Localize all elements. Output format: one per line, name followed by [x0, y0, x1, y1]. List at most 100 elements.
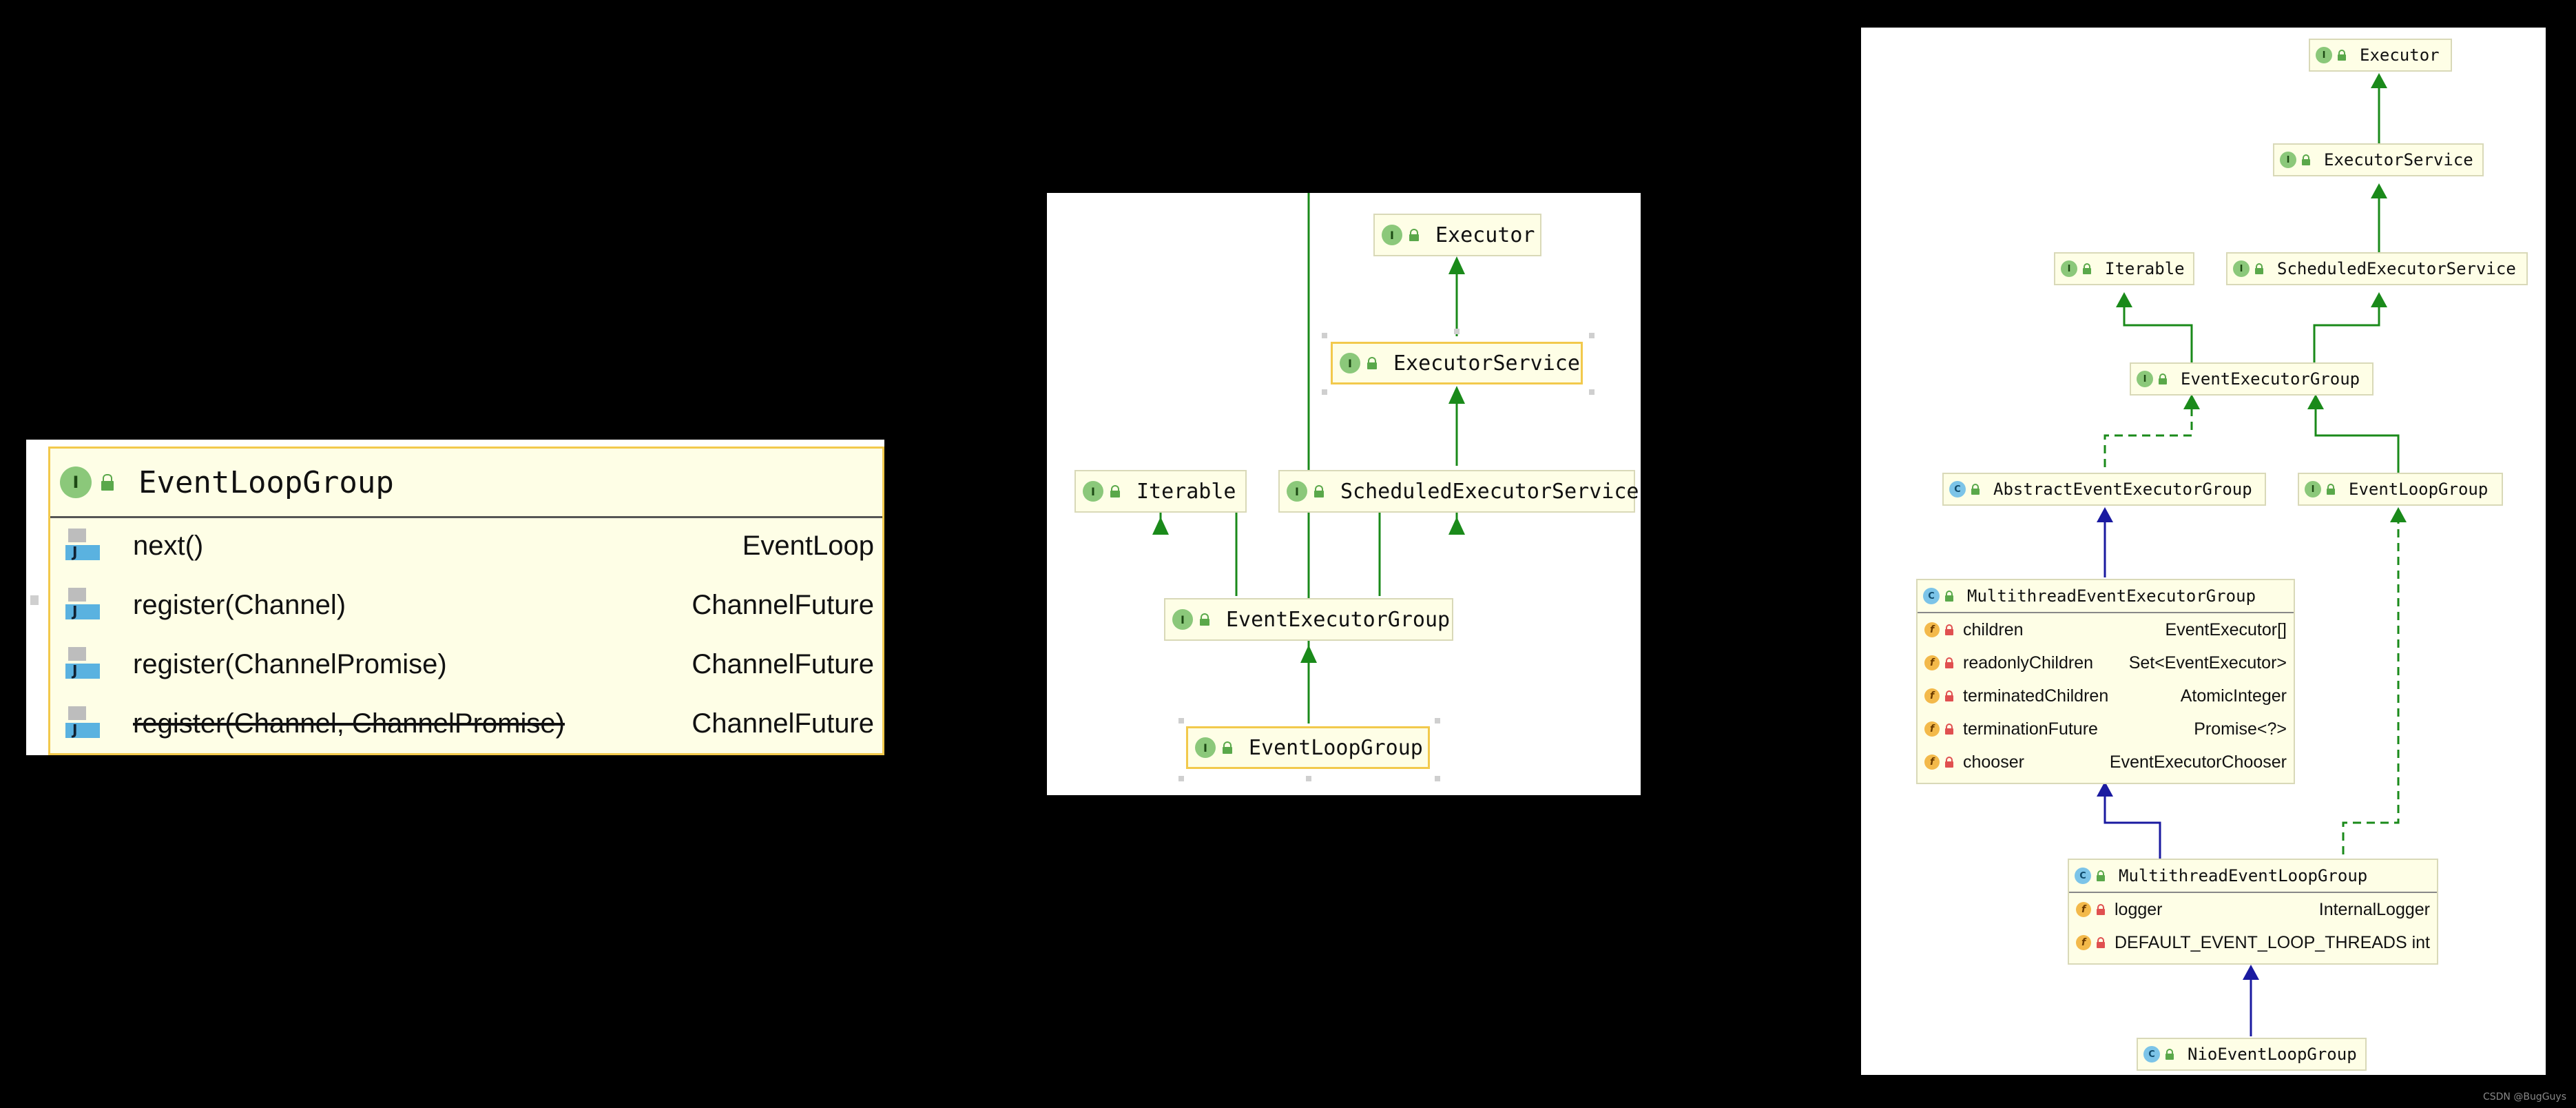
node-iterable[interactable]: I Iterable	[2054, 252, 2194, 285]
lock-icon	[2097, 904, 2106, 915]
interface-icon: I	[1172, 609, 1193, 630]
lock-icon	[2165, 1049, 2175, 1060]
class-title: MultithreadEventLoopGroup	[2119, 866, 2368, 885]
interface-icon: I	[2233, 260, 2250, 277]
field-name: chooser	[1963, 752, 2024, 772]
interface-icon: I	[1195, 737, 1216, 758]
lock-icon	[1409, 229, 1422, 241]
node-event-loop-group[interactable]: I EventLoopGroup	[2298, 473, 2503, 506]
lock-icon	[2097, 870, 2106, 881]
arrowhead	[2097, 781, 2113, 797]
method-return-type: ChannelFuture	[692, 648, 874, 679]
interface-icon: I	[2061, 260, 2077, 277]
lock-icon	[2097, 937, 2106, 948]
node-label: EventExecutorGroup	[2181, 369, 2360, 389]
lock-icon	[1200, 613, 1212, 626]
field-icon: f	[2076, 902, 2091, 917]
method-icon: J	[65, 647, 104, 681]
interface-icon: I	[1083, 481, 1103, 502]
field-name: logger	[2115, 899, 2163, 919]
method-icon: J	[65, 706, 104, 741]
lock-icon	[2302, 154, 2312, 165]
node-label: NioEventLoopGroup	[2188, 1045, 2357, 1064]
lock-icon	[1314, 485, 1327, 497]
lock-icon	[1367, 357, 1380, 369]
field-icon: f	[1924, 721, 1940, 737]
node-label: EventLoopGroup	[2349, 480, 2489, 499]
arrowhead	[2371, 292, 2387, 307]
field-type: InternalLogger	[2318, 899, 2430, 919]
node-event-executor-group[interactable]: I EventExecutorGroup	[1164, 598, 1453, 641]
lock-icon	[2327, 484, 2336, 495]
interface-icon: I	[2305, 481, 2321, 497]
arrowhead	[2116, 292, 2132, 307]
method-icon: J	[65, 588, 104, 622]
lock-icon	[2159, 373, 2168, 384]
node-event-loop-group[interactable]: I EventLoopGroup	[1186, 726, 1430, 769]
lock-icon	[2338, 50, 2347, 61]
node-scheduled-executor-service[interactable]: I ScheduledExecutorService	[1278, 470, 1639, 513]
arrowhead	[2371, 183, 2387, 198]
node-executor[interactable]: I Executor	[1373, 214, 1541, 256]
class-title: MultithreadEventExecutorGroup	[1967, 586, 2256, 606]
watermark: CSDN @BugGuys	[2482, 1091, 2566, 1102]
node-scheduled-executor-service[interactable]: I ScheduledExecutorService	[2226, 252, 2528, 285]
field-type: int	[2411, 932, 2430, 952]
java-badge: J	[72, 662, 78, 679]
field-icon: f	[2076, 935, 2091, 950]
node-label: ExecutorService	[2324, 150, 2473, 170]
node-label: Iterable	[2105, 259, 2185, 278]
node-label: ScheduledExecutorService	[2277, 259, 2516, 278]
lock-icon	[2083, 263, 2092, 274]
lock-icon	[1945, 757, 1955, 768]
method-name: next()	[133, 530, 204, 561]
field-type: EventExecutor[]	[2165, 619, 2287, 639]
field-type: EventExecutorChooser	[2109, 752, 2287, 772]
method-return-type: EventLoop	[742, 530, 874, 561]
interface-icon: I	[2316, 47, 2332, 63]
arrowhead	[2390, 507, 2407, 522]
left-handle	[30, 595, 39, 605]
lock-icon	[101, 474, 118, 491]
detail-header: I EventLoopGroup	[50, 449, 882, 518]
lock-icon	[1945, 690, 1955, 701]
interface-icon: I	[1382, 225, 1402, 245]
node-executor-service[interactable]: I ExecutorService	[1331, 342, 1583, 384]
lock-icon	[1945, 724, 1955, 735]
method-name: register(Channel)	[133, 589, 346, 620]
arrowhead	[2243, 965, 2259, 980]
arrowhead	[2307, 394, 2324, 409]
node-label: EventExecutorGroup	[1226, 607, 1451, 632]
arrowhead	[1152, 517, 1169, 535]
lock-icon	[2255, 263, 2265, 274]
field-row[interactable]: f logger InternalLogger	[2069, 893, 2437, 926]
field-name: terminatedChildren	[1963, 686, 2109, 706]
node-iterable[interactable]: I Iterable	[1074, 470, 1247, 513]
interface-icon: I	[60, 466, 92, 498]
field-icon: f	[1924, 688, 1940, 704]
lock-icon	[1223, 741, 1235, 754]
arrowhead	[2097, 507, 2113, 522]
field-type: Promise<?>	[2194, 719, 2287, 739]
